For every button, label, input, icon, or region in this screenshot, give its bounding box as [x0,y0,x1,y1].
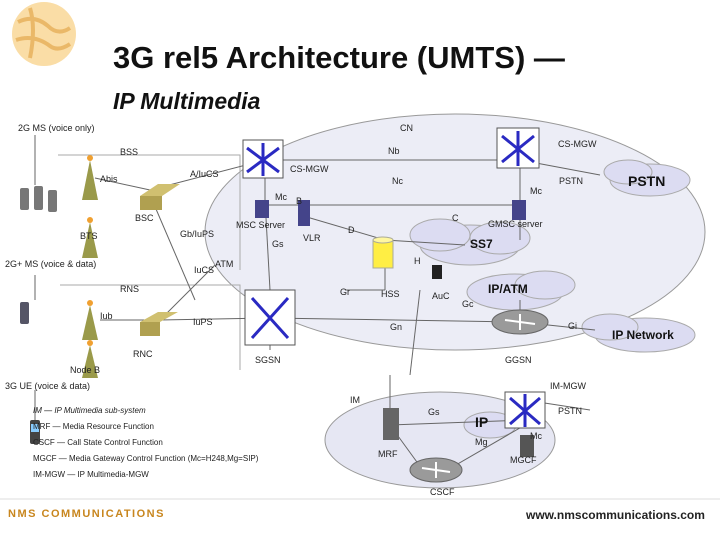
label-c: C [452,213,459,223]
label-bss: BSS [120,147,139,157]
legend-im: IM — IP Multimedia sub-system [33,406,146,415]
ip-atm-cloud [466,270,576,311]
label-b: B [296,196,303,206]
ip-network-cloud [581,313,696,353]
connection-lines [34,135,601,481]
label-nb: Nb [388,146,400,156]
label-a-iucs: A/IuCS [190,169,219,179]
label-h: H [414,256,421,266]
label-sgsn: SGSN [255,355,281,365]
label-auc: AuC [432,291,450,301]
label-cn: CN [400,123,413,133]
ss7-cloud [409,218,531,266]
label-ip-atm: IP/ATM [488,282,528,296]
im-mgw-switch [504,391,546,429]
nms-logo: NMS COMMUNICATIONS [8,508,165,520]
label-mgcf: MGCF [510,455,537,465]
label-im-mgw: IM-MGW [550,381,586,391]
cs-mgw-switch-2 [496,127,540,169]
label-gs: Gs [272,239,284,249]
label-mc-2: Mc [530,186,542,196]
label-bsc: BSC [135,213,154,223]
label-gmsc-server: GMSC server [488,219,543,229]
tower-icons [82,160,98,378]
label-mrf: MRF [378,449,398,459]
ggsn-router [491,309,549,335]
mgcf-server [520,435,534,457]
label-gi: Gi [568,321,577,331]
legend-mrf: MRF — Media Resource Function [33,422,154,431]
label-cs-mgw-mid: CS-MGW [290,164,329,174]
label-cscf: CSCF [430,487,455,497]
label-iucs: IuCS [194,265,215,275]
label-msc-server: MSC Server [236,220,286,230]
label-abis: Abis [100,174,118,184]
label-d: D [348,225,355,235]
label-ip: IP [475,414,489,430]
label-nc: Nc [392,176,403,186]
label-mc-3: Mc [530,431,542,441]
label-2g-plus-ms: 2G+ MS (voice & data) [5,259,97,269]
label-rns: RNS [120,284,140,294]
gmsc-server [512,200,526,220]
legend-im-mgw: IM-MGW — IP Multimedia-MGW [33,470,149,479]
label-gs-im: Gs [428,407,440,417]
slide-title: 3G rel5 Architecture (UMTS) — [113,40,565,75]
label-bts: BTS [80,231,98,241]
label-atm: ATM [215,259,234,269]
footer-url: www.nmscommunications.com [526,508,705,522]
msc-server [255,200,269,218]
hss-database [372,236,394,269]
phone-icons [20,186,57,444]
label-2g-ms: 2G MS (voice only) [18,123,95,133]
pstn-cloud [603,159,691,197]
bsc-box [140,184,180,196]
cscf-router [409,457,463,483]
label-node-b: Node B [70,365,101,375]
label-cs-mgw-top: CS-MGW [558,139,597,149]
label-pstn-big: PSTN [628,173,666,189]
label-gc: Gc [462,299,474,309]
mrf-server [383,408,399,440]
sgsn-switch [244,289,296,346]
auc-box [432,265,442,279]
label-im: IM [350,395,360,405]
globe-logo [12,2,76,66]
label-mc-1: Mc [275,192,287,202]
label-gr: Gr [340,287,350,297]
label-ggsn: GGSN [505,355,532,365]
label-pstn-small: PSTN [559,176,584,186]
legend-mgcf: MGCF — Media Gateway Control Function (M… [33,454,259,463]
rnc-box [140,312,178,322]
label-ip-network: IP Network [612,328,674,342]
label-iups: IuPS [193,317,213,327]
vlr-server [298,200,310,226]
label-3g-ue: 3G UE (voice & data) [5,381,91,391]
label-iub: Iub [100,311,113,321]
bss-boundary [58,154,241,270]
label-hss: HSS [381,289,400,299]
rns-boundary [60,284,241,370]
cs-mgw-switch-1 [242,139,284,179]
label-vlr: VLR [303,233,321,243]
label-gn: Gn [390,322,403,332]
slide-subtitle: IP Multimedia [113,88,261,114]
label-rnc: RNC [133,349,153,359]
label-ss7: SS7 [470,237,493,251]
legend-cscf: CSCF — Call State Control Function [33,438,163,447]
label-pstn-im: PSTN [558,406,583,416]
label-mg: Mg [475,437,488,447]
label-gb-iups: Gb/IuPS [180,229,215,239]
